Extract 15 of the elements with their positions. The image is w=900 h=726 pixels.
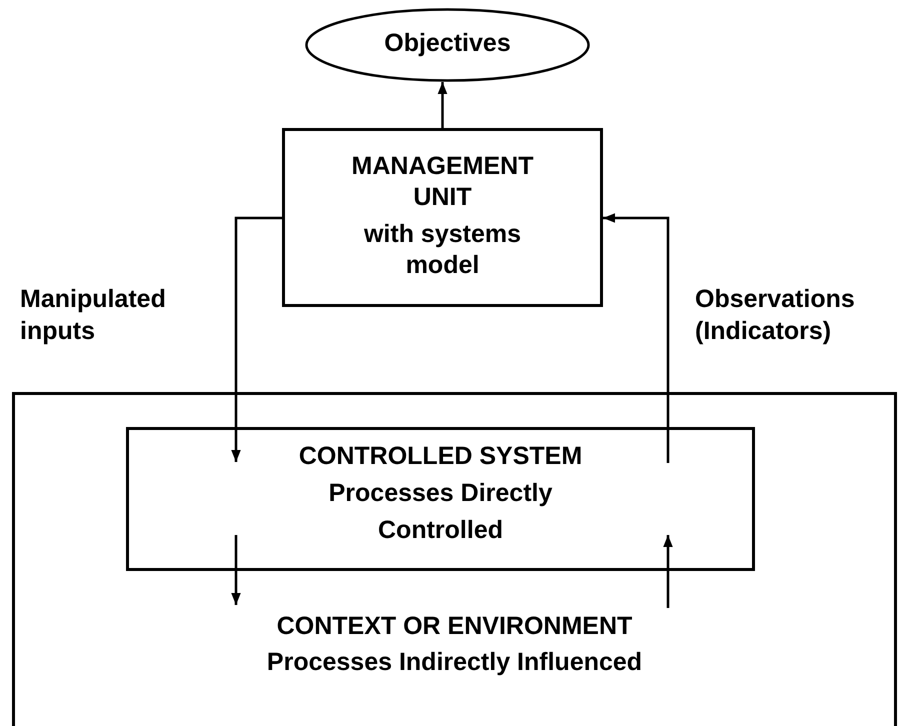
arrow [663, 535, 673, 608]
process-box [282, 128, 603, 307]
context-box [12, 392, 897, 726]
node-heading: Objectives [384, 28, 511, 59]
node-heading: CONTROLLED SYSTEM [298, 441, 582, 472]
arrow [231, 216, 282, 462]
node-heading: CONTEXT OR ENVIRONMENT [276, 611, 632, 642]
arrow [603, 213, 670, 463]
objective-ellipse [305, 8, 590, 82]
arrow [231, 535, 241, 605]
arrow [438, 82, 448, 128]
node-description: Processes Directly Controlled [328, 478, 554, 546]
node-description: with systems model [362, 219, 522, 281]
process-box [126, 427, 755, 571]
node-description: Processes Indirectly Influenced [266, 647, 642, 678]
